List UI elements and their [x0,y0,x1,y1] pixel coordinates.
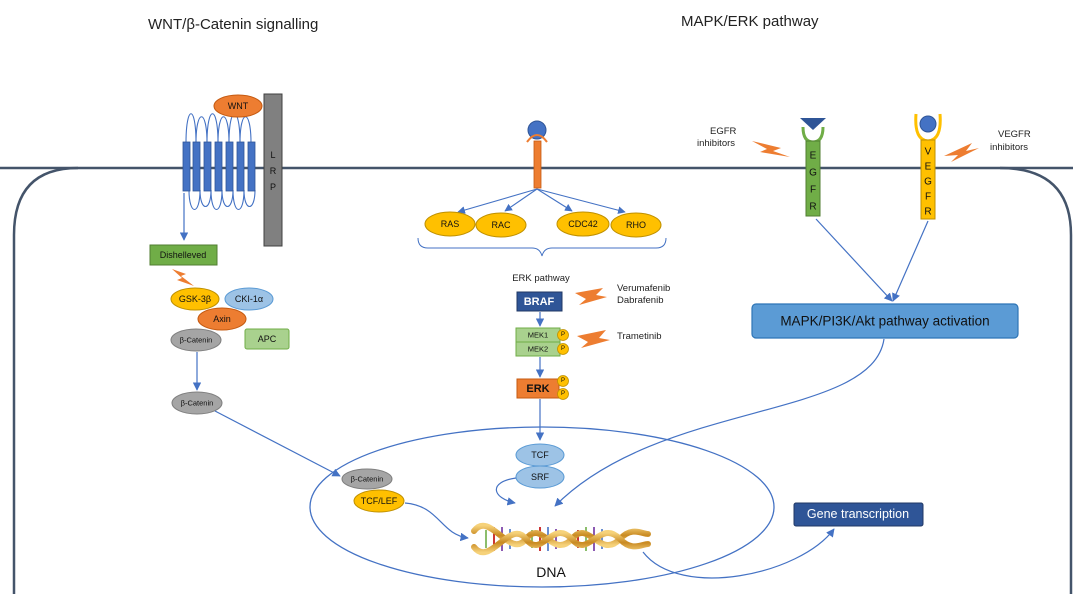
rac-label: RAC [491,220,511,230]
vegfr-letter: V [925,147,932,158]
lightning-icon [575,288,607,305]
beta-catenin-complex-node [170,328,222,352]
axin-node [197,307,247,331]
lrp-letter: L [270,150,275,160]
gtpase-bracket [417,237,667,257]
lrp-coreceptor [263,93,283,247]
arrow-to-nucleus-beta-catenin [214,410,341,477]
mek-inhibitor: Trametinib [617,331,662,342]
rac-node [475,212,527,238]
phosphate-node [557,343,569,355]
wnt-ligand [213,94,263,118]
tcf-lef-label: TCF/LEF [361,496,398,506]
egfr-inhibitors-line1: EGFR [710,126,737,137]
mek2-label: MEK2 [528,345,548,354]
arrow-vegfr-activation [892,220,929,302]
mapk-section-title: MAPK/ERK pathway [681,13,819,30]
braf-box [516,291,563,312]
apc-label: APC [258,334,277,344]
nucleus-membrane [309,426,775,588]
cell-outline-left [12,166,79,594]
arrow-tcf-lef-to-dna [404,502,469,542]
cki1a-label: CKI-1α [235,294,263,304]
cki1a-node [224,287,274,311]
beta-catenin-nucleus-node [341,468,393,490]
tcf-lef-node [353,489,405,513]
receptor-cup [526,134,548,143]
lightning-icon [172,269,194,286]
dishevelled-label: Dishelleved [160,250,207,260]
gtpase-receptor [533,140,542,189]
erk-box [516,378,560,399]
srf-label: SRF [531,472,550,482]
egf-ligand [800,118,826,130]
phosphate-label: P [561,391,565,397]
wnt-label: WNT [228,101,249,111]
erk-pathway-heading: ERK pathway [512,273,570,284]
ras-label: RAS [441,219,460,229]
lrp-letter: P [270,182,276,192]
pathway-activation-box [751,303,1019,339]
frizzled-receptor [182,113,256,211]
axin-label: Axin [213,314,231,324]
beta-catenin-free-node [171,391,223,415]
egfr-inhibitors-line2: inhibitors [697,138,735,149]
dishevelled-box [149,244,218,266]
phosphate-node [557,388,569,400]
erk-label: ERK [526,383,549,395]
vegfr-receptor [920,139,936,220]
vegfr-letter: F [925,192,931,203]
vegf-ligand [919,115,937,133]
dna-helix [471,522,651,556]
phosphate-label: P [561,378,565,384]
cell-outline-right [999,166,1073,594]
vegfr-inhibitors-line2: inhibitors [990,142,1028,153]
gene-transcription-box [793,502,924,527]
phosphate-label: P [561,332,565,338]
arrow-dna-to-transcription [642,528,835,579]
vegfr-letter: R [924,207,931,218]
lightning-icon [577,330,610,348]
vegfr-letter: E [925,162,932,173]
lightning-icon [944,143,979,162]
ras-node [424,211,476,237]
egfr-letter: E [810,151,817,162]
gsk3b-label: GSK-3β [179,294,211,304]
lightning-icon [752,141,790,157]
rho-node [610,212,662,238]
lrp-letter: R [270,166,277,176]
arrow-activation-to-dna [554,338,885,507]
receptor-ligand [527,120,547,140]
gene-transcription-label: Gene transcription [807,507,909,521]
vegfr-letter: G [924,177,932,188]
tcf-label: TCF [531,450,549,460]
wnt-section-title: WNT/β-Catenin signalling [148,16,318,33]
gsk3b-node [170,287,220,311]
egfr-letter: R [809,202,816,213]
rho-label: RHO [626,220,646,230]
egfr-receptor [805,140,821,217]
beta-catenin-complex-label: β-Catenin [180,336,213,345]
phosphate-node [557,329,569,341]
apc-box [244,328,290,350]
srf-node [515,465,565,489]
arrow-egfr-activation [815,218,893,302]
vegfr-inhibitors-line1: VEGFR [998,129,1031,140]
egfr-letter: F [810,185,816,196]
beta-catenin-nucleus-label: β-Catenin [351,475,384,484]
cdc42-label: CDC42 [568,219,598,229]
braf-inhibitor-2: Dabrafenib [617,295,663,306]
phosphate-label: P [561,346,565,352]
mek1-label: MEK1 [528,331,548,340]
braf-label: BRAF [524,296,555,308]
braf-inhibitor-1: Verumafenib [617,283,670,294]
cdc42-node [556,211,610,237]
beta-catenin-free-label: β-Catenin [181,399,214,408]
pathway-activation-label: MAPK/PI3K/Akt pathway activation [780,314,989,329]
arrow-srf-to-dna [495,477,517,506]
phosphate-node [557,375,569,387]
dna-label: DNA [536,564,566,580]
egfr-letter: G [809,168,817,179]
